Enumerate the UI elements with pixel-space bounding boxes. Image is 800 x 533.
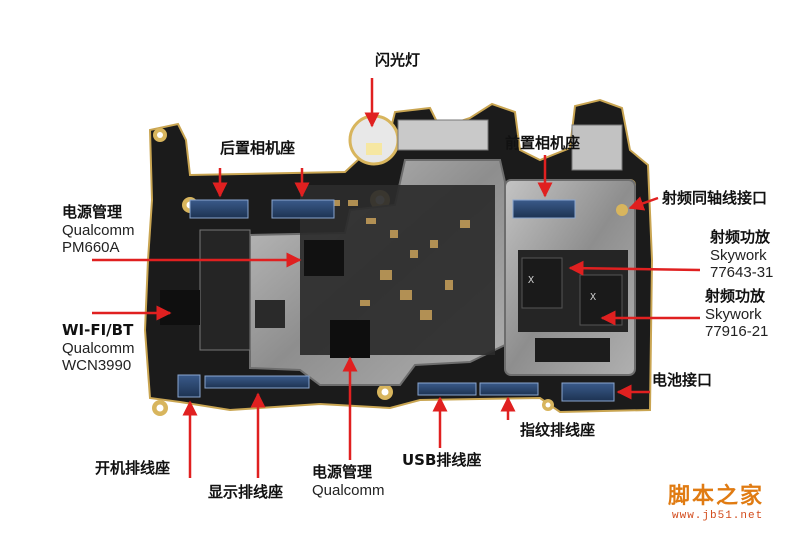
label-wifi-model: WCN3990	[62, 357, 132, 374]
svg-text:X: X	[528, 275, 534, 286]
arrow-pa1	[568, 260, 701, 276]
label-pa1-vendor: Skywork	[710, 247, 767, 264]
arrow-rf-coax	[628, 196, 659, 211]
display-connector	[204, 375, 310, 389]
label-pa1-model: 77643-31	[710, 264, 774, 281]
rear-cam-connector-b	[271, 199, 335, 219]
label-power-button: 开机排线座	[95, 459, 171, 477]
label-pa1-title: 射频功放	[710, 228, 771, 246]
label-battery: 电池接口	[652, 371, 713, 389]
front-cam-connector	[512, 199, 576, 219]
rear-cam-connector-a	[189, 199, 249, 219]
label-usb: USB排线座	[402, 451, 482, 469]
battery-connector	[561, 382, 615, 402]
label-pa2-vendor: Skywork	[705, 306, 762, 323]
watermark-site-url: www.jb51.net	[672, 510, 764, 522]
label-pmic2-vendor: Qualcomm	[312, 482, 385, 499]
label-pmic-vendor: Qualcomm	[62, 222, 135, 239]
label-pa2-title: 射频功放	[705, 287, 766, 305]
label-wifi-vendor: Qualcomm	[62, 340, 135, 357]
label-pmic2-title: 电源管理	[312, 463, 373, 481]
label-pa2-model: 77916-21	[705, 323, 769, 340]
label-pmic-title: 电源管理	[62, 203, 123, 221]
label-fingerprint: 指纹排线座	[520, 421, 596, 439]
label-display: 显示排线座	[208, 483, 284, 501]
usb-connector	[417, 382, 477, 396]
label-flash: 闪光灯	[375, 51, 421, 69]
label-pmic-model: PM660A	[62, 239, 120, 256]
watermark-site-name: 脚本之家	[668, 483, 765, 509]
label-wifi-title: WI-FI/BT	[62, 321, 134, 339]
label-rear-camera: 后置相机座	[220, 139, 296, 157]
label-front-camera: 前置相机座	[505, 134, 581, 152]
svg-text:X: X	[590, 292, 596, 303]
power-connector	[177, 374, 201, 398]
fingerprint-connector	[479, 382, 539, 396]
label-rf-coax: 射频同轴线接口	[662, 189, 768, 207]
